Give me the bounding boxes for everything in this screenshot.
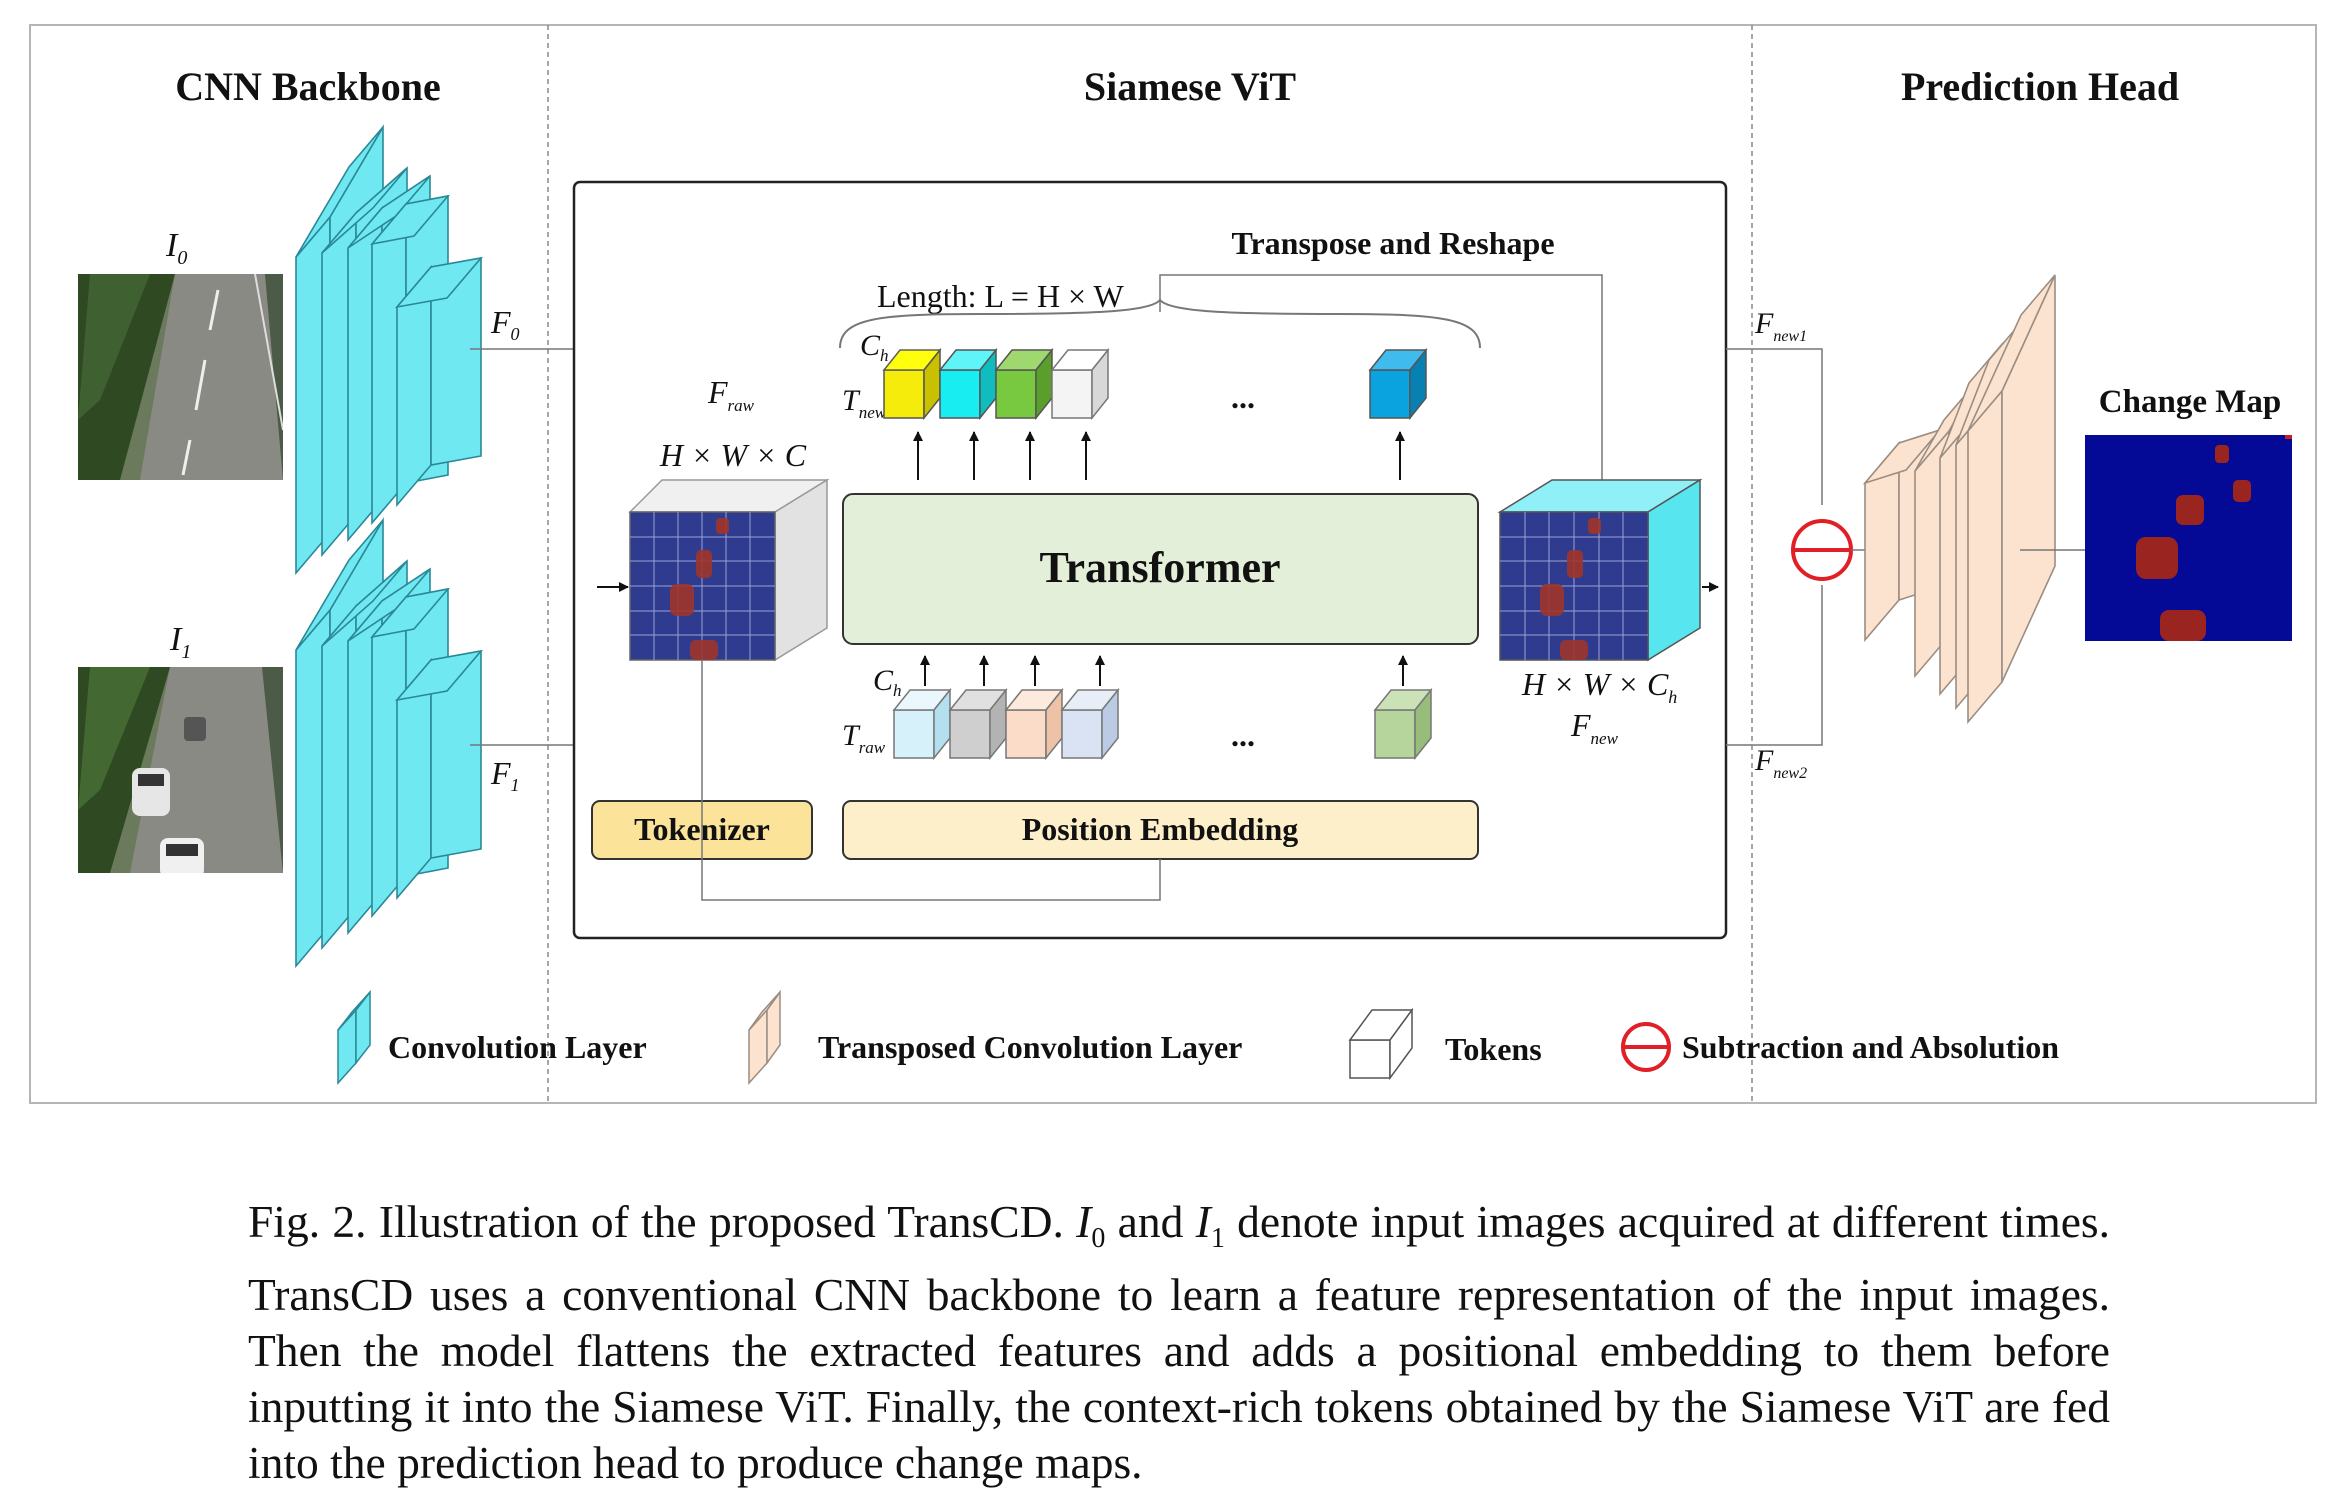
input-image-1	[78, 667, 283, 873]
token-new-yellow	[882, 347, 942, 421]
fraw-feature-cube	[628, 478, 830, 662]
token-raw-peach	[1004, 687, 1064, 761]
token-label-traw: Traw	[842, 719, 886, 757]
legend-conv-swatch	[337, 989, 371, 1085]
bottom-token-ellipsis: ...	[1231, 717, 1255, 753]
fraw-dims-label: H × W × C	[659, 437, 807, 473]
fnew1-connector	[1726, 348, 1823, 505]
input-image-0	[78, 274, 283, 480]
cnn-stack-bottom	[295, 517, 484, 969]
token-label-tnew: Tnew	[842, 384, 887, 422]
token-new-green	[994, 347, 1054, 421]
token-raw-green	[1373, 687, 1433, 761]
transposed-conv-stack	[1862, 274, 2056, 725]
section-title-siamese-vit: Siamese ViT	[1084, 64, 1297, 109]
token-raw-gray	[948, 687, 1008, 761]
legend-subtraction-label: Subtraction and Absolution	[1682, 1029, 2059, 1065]
token-new-cyan	[938, 347, 998, 421]
tokenizer-embedding-connector	[701, 660, 1161, 901]
legend-subtract-icon	[1621, 1022, 1671, 1072]
fnew2-label: Fnew2	[1754, 744, 1807, 782]
legend-conv-label: Convolution Layer	[388, 1029, 647, 1065]
token-raw-lightblue	[892, 687, 952, 761]
feature-label-f1: F1	[490, 755, 520, 795]
fnew2-connector	[1726, 585, 1823, 746]
fnew-dims-label: H × W × Ch	[1521, 666, 1677, 707]
arrows-transformer-to-tokens	[913, 431, 1405, 480]
transformer-label: Transformer	[1039, 543, 1280, 592]
token-raw-lavender	[1060, 687, 1120, 761]
change-map-label: Change Map	[2099, 384, 2281, 420]
change-map-image	[2085, 435, 2292, 641]
fraw-label: Fraw	[707, 374, 755, 415]
transformer-block	[842, 493, 1479, 645]
legend-transconv-label: Transposed Convolution Layer	[818, 1029, 1242, 1065]
top-token-ellipsis: ...	[1231, 379, 1255, 415]
legend-tokens-label: Tokens	[1445, 1031, 1542, 1067]
section-title-cnn-backbone: CNN Backbone	[175, 64, 441, 109]
figure-caption: Fig. 2. Illustration of the proposed Tra…	[248, 1195, 2110, 1488]
transpose-reshape-label: Transpose and Reshape	[1231, 225, 1554, 261]
position-embedding-label: Position Embedding	[1022, 811, 1299, 847]
transpose-reshape-connector	[1159, 274, 1603, 500]
token-channel-label-top: Ch	[860, 329, 889, 365]
figure-frame	[29, 24, 2317, 1104]
token-channel-label-bottom: Ch	[873, 664, 902, 700]
length-brace	[839, 298, 1481, 349]
section-title-prediction-head: Prediction Head	[1901, 64, 2179, 109]
legend-transconv-swatch	[748, 989, 781, 1085]
fnew-feature-cube	[1497, 478, 1703, 662]
fnew1-label: Fnew1	[1754, 307, 1807, 345]
length-label: Length: L = H × W	[877, 278, 1125, 314]
subtract-abs-icon	[1791, 519, 1853, 581]
feature-label-f0: F0	[490, 304, 520, 344]
token-new-white	[1050, 347, 1110, 421]
arrows-tokens-to-transformer	[920, 655, 1408, 686]
fnew-label: Fnew	[1570, 707, 1619, 748]
cnn-stack-top	[295, 124, 484, 576]
input-label-i1: I1	[169, 621, 191, 663]
token-new-blue	[1368, 347, 1428, 421]
input-label-i0: I0	[165, 227, 187, 269]
cube-icon	[1348, 1007, 1414, 1081]
